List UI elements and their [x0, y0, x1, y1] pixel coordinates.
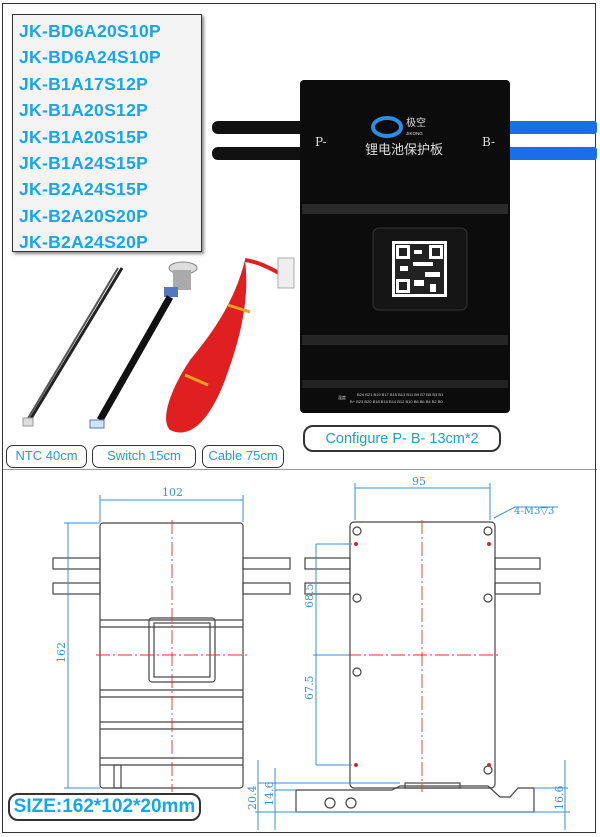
switch-image: [89, 261, 198, 429]
jikong-logo: 极空 JIKONG: [371, 116, 426, 138]
b-minus-label: B-: [482, 135, 495, 149]
dim-h1: 20.4: [246, 786, 259, 811]
cable-label: Cable 75cm: [202, 445, 284, 468]
model-item: JK-B1A20S15P: [19, 126, 149, 147]
screw-marks: [354, 542, 491, 767]
model-item: JK-BD6A24S10P: [19, 47, 162, 68]
dim-height: 162: [55, 642, 68, 663]
model-item: JK-B2A24S15P: [19, 179, 149, 200]
bms-board: 极空 JIKONG 锂电池保护板 P- B- 温度 B24 B21 B19 B1…: [300, 80, 510, 413]
cable-image: [166, 257, 295, 433]
center-lines: [96, 520, 498, 792]
b-wires: [505, 121, 597, 160]
dim-h3: 16.6: [553, 786, 566, 811]
model-item: JK-B2A24S20P: [19, 232, 149, 253]
board-title: 锂电池保护板: [365, 143, 443, 158]
model-item: JK-B1A24S15P: [19, 153, 149, 174]
model-list: JK-BD6A20S10P JK-BD6A24S10P JK-B1A17S12P…: [12, 14, 202, 252]
mounting-holes: [352, 526, 493, 775]
dim-h2: 14.6: [263, 782, 276, 807]
model-item: JK-B1A17S12P: [19, 73, 149, 94]
ntc-label: NTC 40cm: [6, 445, 87, 468]
front-view: [52, 522, 291, 789]
dim-lower: 67.5: [303, 676, 316, 701]
model-item: JK-B2A20S20P: [19, 205, 149, 226]
pin-labels-bottom: B+ B23 B20 B18 B16 B14 B12 B10 B8 B6 B4 …: [350, 399, 443, 404]
dim-hole-note: 4-M3▽3: [514, 506, 554, 517]
size-label: SIZE:162*102*20mm: [8, 793, 201, 821]
dimension-lines: [64, 483, 570, 830]
switch-label: Switch 15cm: [92, 445, 196, 468]
qr-code: [392, 241, 447, 297]
ntc-sensor-image: [22, 267, 124, 427]
product-photo: 极空 JIKONG 锂电池保护板 P- B- 温度 B24 B21 B19 B1…: [3, 80, 597, 470]
model-item: JK-BD6A20S10P: [19, 21, 162, 41]
pin-labels-top: B24 B21 B19 B17 B15 B13 B11 B9 B7 B5 B3 …: [357, 392, 444, 397]
p-minus-label: P-: [315, 135, 326, 149]
pin-prefix: 温度: [338, 394, 346, 400]
svg-text:极空: 极空: [406, 116, 426, 129]
p-wires: [212, 121, 307, 160]
outer-frame: [2, 3, 596, 833]
configure-label: Configure P- B- 13cm*2: [303, 425, 501, 452]
dim-width: 102: [162, 486, 183, 499]
svg-text:JIKONG: JIKONG: [406, 131, 423, 136]
model-item: JK-B1A20S12P: [19, 100, 149, 121]
dim-hole-span: 95: [412, 475, 426, 488]
dim-upper: 68.5: [303, 584, 316, 609]
side-view: [295, 782, 535, 813]
